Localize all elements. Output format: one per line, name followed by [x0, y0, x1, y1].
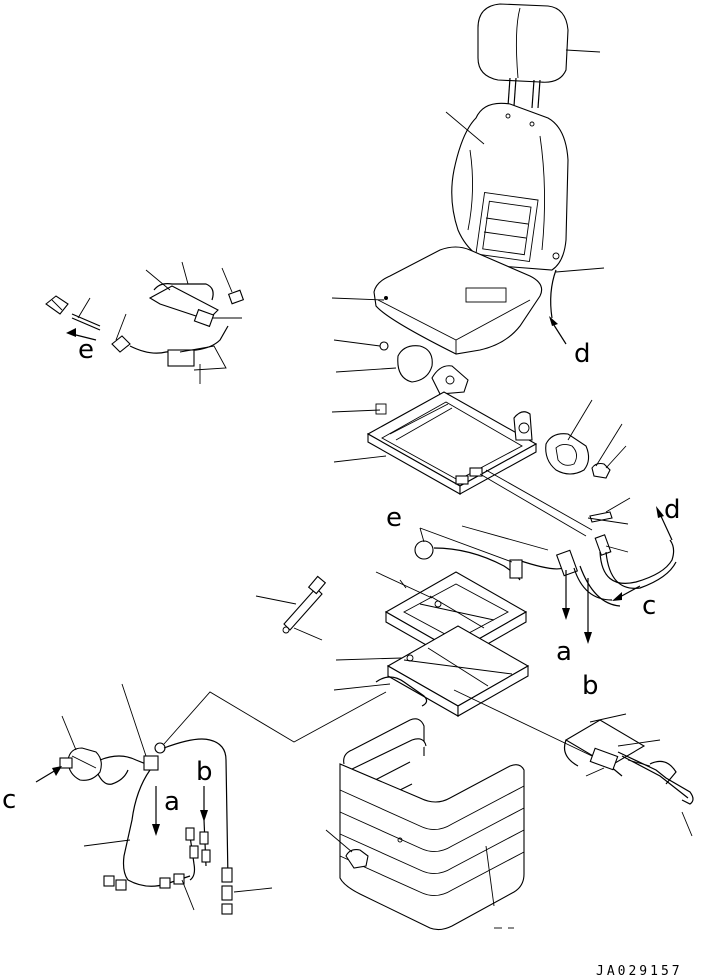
leader-clip-lower: [587, 517, 629, 525]
leader-suspension-base: [333, 683, 391, 691]
leader-lever-handle: [681, 811, 693, 837]
leader-lh-conn: [115, 313, 127, 341]
leader-lh-pin: [77, 297, 91, 319]
leader-lever-top: [589, 713, 627, 723]
leader-bellows: [485, 845, 495, 907]
seat-back: [451, 102, 569, 271]
leader-seat-back: [445, 111, 485, 145]
round-cover: [397, 345, 433, 383]
leader-lumbar-knob: [567, 399, 593, 441]
clip: [589, 511, 613, 523]
leader-shock: [255, 595, 297, 605]
leader-headrest: [565, 49, 601, 53]
label-e-left: e: [78, 335, 94, 365]
leader-round-cover: [335, 367, 397, 373]
seat-cushion: [373, 246, 543, 355]
left-lower-harness: [59, 738, 233, 915]
leader-knob-spring: [595, 423, 623, 467]
leader-lever-mid: [617, 739, 661, 747]
label-e-center: e: [386, 503, 402, 533]
label-b-left: b: [196, 757, 213, 787]
arrow-d-right: [659, 513, 673, 541]
leader-harness-left: [83, 839, 131, 847]
leader-pump-left: [61, 715, 77, 751]
leader-lh-cap: [221, 267, 233, 293]
lever-assembly: [563, 719, 694, 805]
label-a-left: a: [164, 787, 180, 817]
arrow-d-upper: [551, 321, 567, 345]
switch-harness-right: [517, 534, 677, 607]
leader-pump-e: [419, 527, 513, 563]
leader-base-pan: [333, 455, 387, 463]
shock-absorber: [282, 575, 327, 634]
leader-small-cap: [333, 339, 381, 347]
lumbar-knob: [545, 433, 590, 475]
leader-lever-low: [585, 767, 605, 777]
label-a-center: a: [556, 637, 572, 667]
bellows-cover: [339, 718, 525, 931]
label-d-upper: d: [574, 339, 591, 369]
leader-knob-cap: [605, 445, 627, 469]
leader-seat-back-side: [555, 267, 605, 273]
leader-base-bracket: [331, 409, 381, 413]
leader-relay: [121, 683, 147, 757]
leader-seat-cushion: [331, 297, 385, 301]
suspension-assembly: [384, 571, 530, 717]
label-b-center: b: [582, 671, 599, 701]
bracket-cover: [431, 365, 469, 395]
leader-lh-switch-b: [181, 261, 189, 285]
leader-bolt: [325, 829, 353, 853]
seat-base-pan: [366, 391, 538, 495]
leader-clip: [605, 497, 631, 513]
drawing-code: JA029157: [596, 964, 683, 979]
handle-rod: [375, 676, 428, 707]
leader-suspension-lower: [335, 657, 403, 661]
cable-d-upper: [550, 269, 557, 319]
pump-e-center: [414, 540, 523, 581]
small-cap: [379, 341, 389, 351]
label-c-left: c: [2, 785, 16, 815]
arrow-c-left: [35, 769, 57, 783]
leader-connector-right: [233, 887, 273, 893]
leader-connector-low: [181, 879, 195, 911]
slide-rail: [479, 473, 587, 537]
label-c-right: c: [642, 591, 656, 621]
leader-switch-harness: [605, 545, 629, 553]
leader-suspension-to-lever: [453, 689, 593, 757]
knob-cap: [591, 462, 611, 479]
left-upper-harness: [45, 283, 245, 371]
leader-lever-pin: [627, 759, 651, 767]
leader-lh-switch-a: [145, 269, 171, 291]
connection-line: [163, 691, 387, 745]
label-d-right: d: [664, 495, 681, 525]
leader-switch-wire: [461, 525, 549, 551]
bolt: [345, 849, 369, 869]
headrest: [477, 3, 569, 109]
